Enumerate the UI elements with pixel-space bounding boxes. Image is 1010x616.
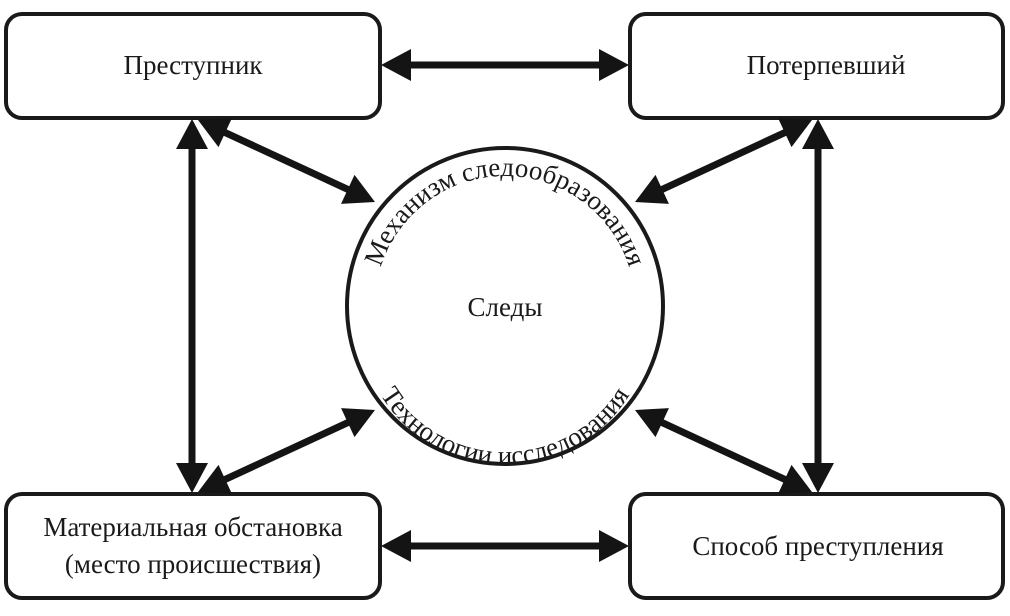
node-material-setting-line-1: Материальная обстановка [43, 512, 342, 542]
edge-method-center-arrowhead-end [635, 408, 669, 438]
center-circle [345, 146, 665, 466]
edge-criminal-center-arrowhead-end [341, 174, 375, 204]
node-method-label: Способ преступления [692, 531, 943, 561]
node-victim-box [628, 12, 1005, 120]
edge-material-setting-method-arrowhead-end [599, 530, 629, 562]
node-victim-label: Потерпевший [747, 50, 906, 80]
node-criminal: Преступник [4, 12, 382, 120]
node-material-setting: Материальная обстановка (место происшест… [4, 492, 382, 600]
center-label: Следы [468, 292, 543, 322]
edge-criminal-center-line [220, 127, 353, 195]
edge-victim-method-arrowhead-start [802, 119, 834, 149]
edge-material-setting-center-arrowhead-end [341, 408, 375, 438]
node-victim: Потерпевший [628, 12, 1005, 120]
edge-victim-center-line [657, 127, 790, 195]
node-method-box [628, 492, 1005, 600]
edge-criminal-center-arrowhead-start [198, 118, 232, 148]
edge-material-setting-center-arrowhead-start [198, 464, 232, 494]
edge-criminal-material-setting-arrowhead-start [176, 119, 208, 149]
edge-victim-method-arrowhead-end [802, 463, 834, 493]
node-criminal-box [4, 12, 382, 120]
connectors [176, 49, 834, 562]
edge-criminal-victim-arrowhead-end [599, 49, 629, 81]
edge-material-setting-center-line [220, 417, 353, 485]
center-node: Следы Механизм следообразования Технолог… [345, 146, 665, 471]
edge-victim-center-arrowhead-start [778, 118, 812, 148]
edge-victim-center-arrowhead-end [635, 174, 669, 204]
node-material-setting-box [4, 492, 382, 600]
edge-criminal-material-setting-arrowhead-end [176, 463, 208, 493]
edge-method-center-arrowhead-start [778, 464, 812, 494]
node-material-setting-line-2: (место происшествия) [65, 549, 321, 579]
node-method: Способ преступления [628, 492, 1005, 600]
edge-criminal-victim-arrowhead-start [381, 49, 411, 81]
edge-method-center-line [657, 417, 790, 485]
edge-material-setting-method-arrowhead-start [381, 530, 411, 562]
node-criminal-label: Преступник [123, 50, 263, 80]
